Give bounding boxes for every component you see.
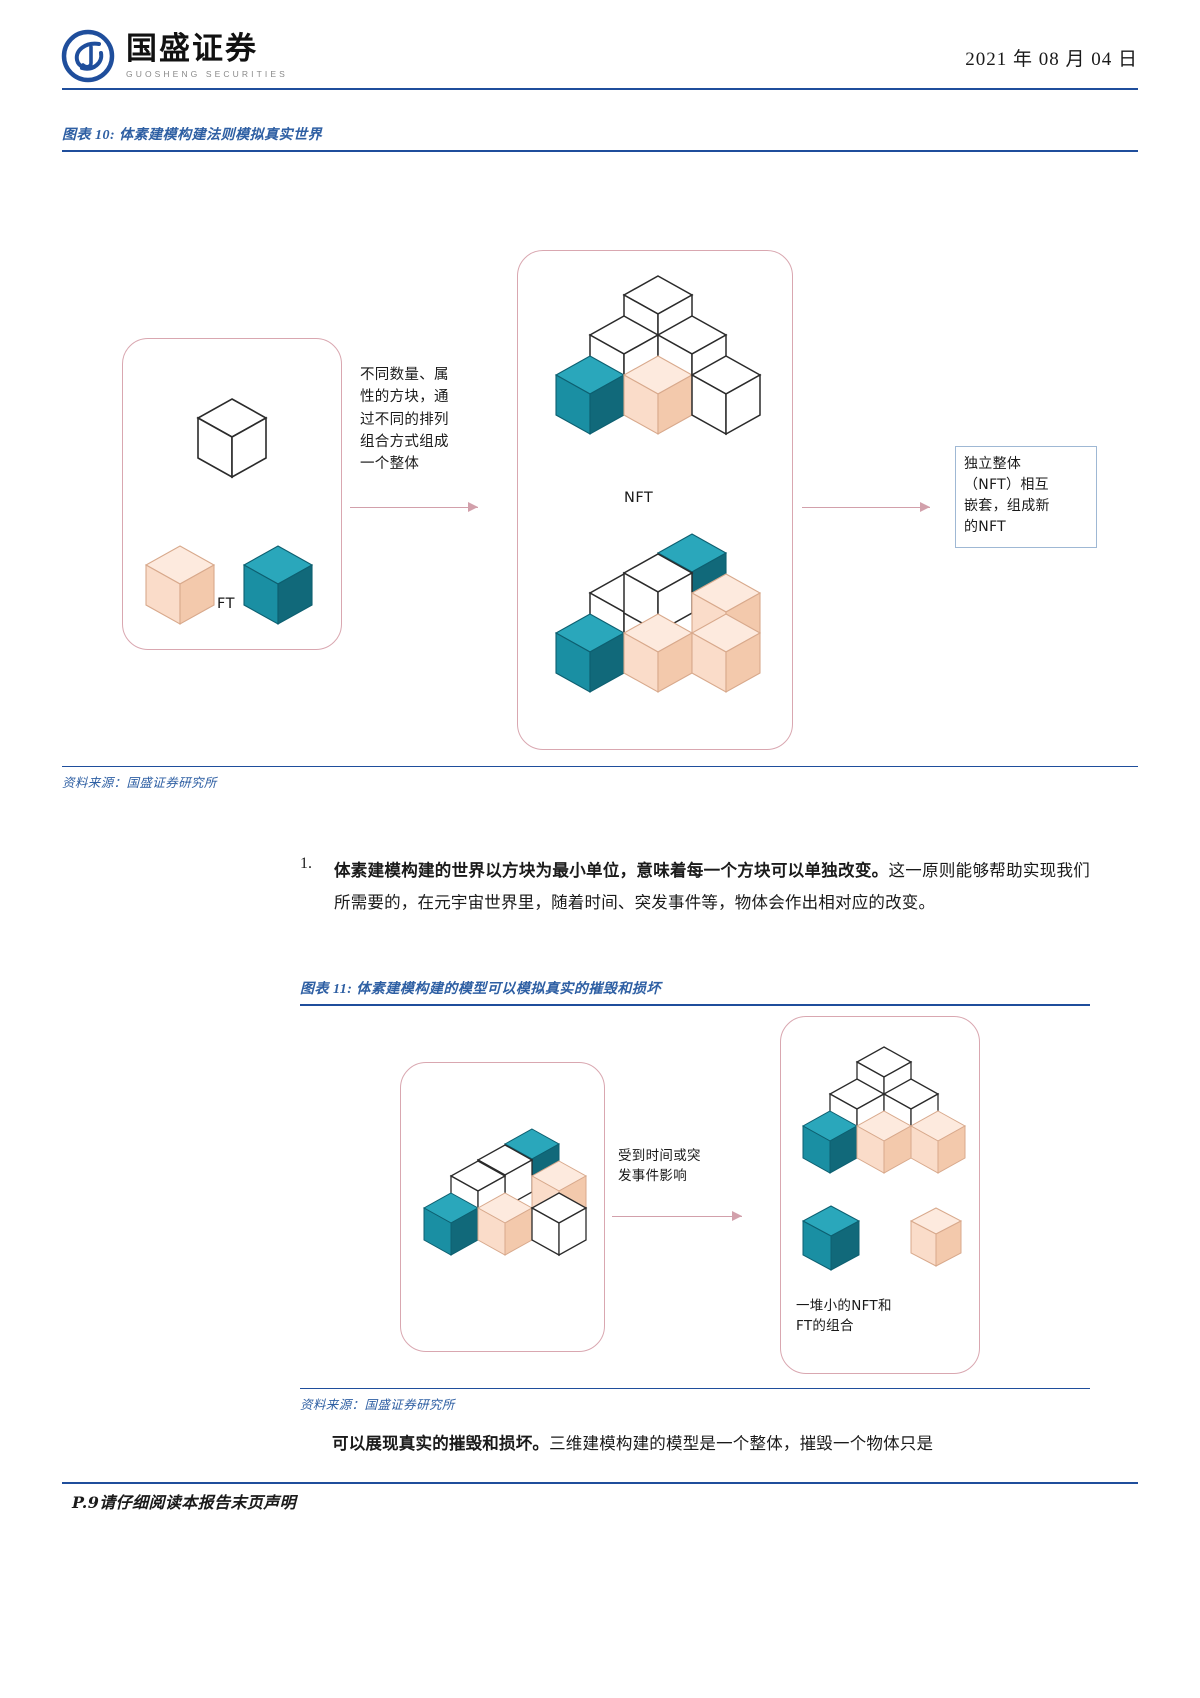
figure-10-caption-wrap: 图表 10: 体素建模构建法则模拟真实世界 (62, 124, 1138, 150)
arrow-ft-to-nft (350, 501, 478, 514)
footer-divider (62, 1482, 1138, 1484)
list-item-bold-lead: 体素建模构建的世界以方块为最小单位，意味着每一个方块可以单独改变。 (334, 861, 889, 880)
arrow-nft-to-composite (802, 501, 930, 514)
result-line: 一堆小的NFT和 (796, 1297, 892, 1314)
broken-cube-peach (908, 1206, 964, 1270)
intact-cube-group (412, 1126, 598, 1276)
figure-10-source-wrap: 资料来源：国盛证券研究所 (62, 767, 1138, 792)
list-item-number: 1. (300, 855, 312, 872)
list-item-rest: 这一原则能够帮助实现我们所需要的，在元宇宙世界里，随着时间、突发事件等，物体会作… (334, 861, 1090, 912)
figure-10: 图表 10: 体素建模构建法则模拟真实世界 (62, 124, 1138, 792)
nft-label: NFT (624, 489, 654, 506)
ft-cube-peach (142, 544, 218, 628)
footer-disclaimer: P.9请仔细阅读本报告末页声明 (72, 1493, 297, 1512)
figure-11-bottom-rule (300, 1387, 1090, 1389)
broken-cube-group (792, 1044, 972, 1194)
figure-10-source: 资料来源：国盛证券研究所 (62, 775, 217, 790)
guosheng-logo-icon (61, 29, 115, 83)
figure-10-bottom-rule (62, 765, 1138, 767)
callout-text: 独立整体 （NFT）相互 嵌套，组成新 的NFT (964, 454, 1094, 538)
composite-nft-callout: 独立整体 （NFT）相互 嵌套，组成新 的NFT (955, 445, 1097, 548)
ft-cube-teal (240, 544, 316, 628)
figure-11-source: 资料来源：国盛证券研究所 (300, 1397, 455, 1412)
callout-line: 嵌套，组成新 (964, 497, 1050, 514)
arrow-shaft (802, 506, 930, 509)
numbered-list: 1. 体素建模构建的世界以方块为最小单位，意味着每一个方块可以单独改变。这一原则… (300, 855, 1090, 918)
list-item: 1. 体素建模构建的世界以方块为最小单位，意味着每一个方块可以单独改变。这一原则… (300, 855, 1090, 918)
ft-container (122, 337, 342, 650)
list-item-text: 体素建模构建的世界以方块为最小单位，意味着每一个方块可以单独改变。这一原则能够帮… (334, 855, 1090, 918)
callout-line: 独立整体 (964, 455, 1022, 472)
arrow-shaft (350, 506, 478, 509)
closing-paragraph: 可以展现真实的摧毁和损坏。三维建模构建的模型是一个整体，摧毁一个物体只是 (300, 1428, 1090, 1459)
arrow-intact-to-broken (612, 1210, 742, 1223)
figure-11: 图表 11: 体素建模构建的模型可以模拟真实的摧毁和损坏 (300, 978, 1090, 1414)
note-line: 过不同的排列 (360, 411, 449, 428)
figure-10-caption: 图表 10: 体素建模构建法则模拟真实世界 (62, 128, 323, 143)
note-line: 组合方式组成 (360, 434, 449, 450)
arrow-head (732, 1210, 742, 1221)
note-line: 性的方块，通 (360, 389, 449, 406)
result-line: FT的组合 (796, 1317, 854, 1334)
closing-paragraph-bold-lead: 可以展现真实的摧毁和损坏。 (332, 1434, 550, 1453)
figure-10-note: 不同数量、属 性的方块，通 过不同的排列 组合方式组成 一个整体 (360, 364, 490, 476)
note-line: 不同数量、属 (360, 366, 449, 383)
note-line: 受到时间或突 (618, 1147, 701, 1164)
figure-11-note: 受到时间或突 发事件影响 (618, 1146, 738, 1187)
logo-name-en: GUOSHENG SECURITIES (126, 68, 288, 79)
figure-11-result-label: 一堆小的NFT和 FT的组合 (796, 1296, 976, 1337)
callout-line: 的NFT (964, 518, 1007, 535)
figure-11-caption-wrap: 图表 11: 体素建模构建的模型可以模拟真实的摧毁和损坏 (300, 978, 1090, 1004)
figure-10-top-rule (62, 150, 1138, 152)
figure-11-source-wrap: 资料来源：国盛证券研究所 (300, 1389, 1090, 1414)
nft-cube-group-upper (540, 272, 780, 462)
figure-11-caption: 图表 11: 体素建模构建的模型可以模拟真实的摧毁和损坏 (300, 982, 661, 997)
note-line: 发事件影响 (618, 1167, 687, 1184)
callout-line: （NFT）相互 (964, 476, 1049, 493)
header-divider (62, 88, 1138, 90)
ft-cube-white (194, 397, 270, 481)
figure-10-canvas: FT 不同数量、属 性的方块，通 过不同的排列 组合方式组成 一个整体 (62, 151, 1138, 766)
logo-text-block: 国盛证券 GUOSHENG SECURITIES (126, 33, 288, 79)
broken-model-container (780, 1015, 980, 1374)
figure-11-canvas: 受到时间或突 发事件影响 (300, 1005, 1090, 1388)
company-logo: 国盛证券 GUOSHENG SECURITIES (61, 29, 288, 83)
figure-11-top-rule (300, 1004, 1090, 1006)
logo-name-cn: 国盛证券 (126, 31, 258, 68)
page-header: 国盛证券 GUOSHENG SECURITIES 2021 年 08 月 04 … (0, 0, 1200, 100)
nft-cube-group-lower (540, 530, 780, 720)
nft-container (517, 249, 793, 750)
broken-cube-teal (800, 1204, 862, 1274)
note-line: 一个整体 (360, 456, 420, 473)
ft-label: FT (217, 595, 235, 612)
arrow-shaft (612, 1215, 742, 1218)
report-date: 2021 年 08 月 04 日 (965, 49, 1138, 70)
closing-paragraph-rest: 三维建模构建的模型是一个整体，摧毁一个物体只是 (549, 1434, 934, 1453)
arrow-head (468, 501, 478, 512)
intact-model-container (400, 1061, 605, 1352)
arrow-head (920, 501, 930, 512)
